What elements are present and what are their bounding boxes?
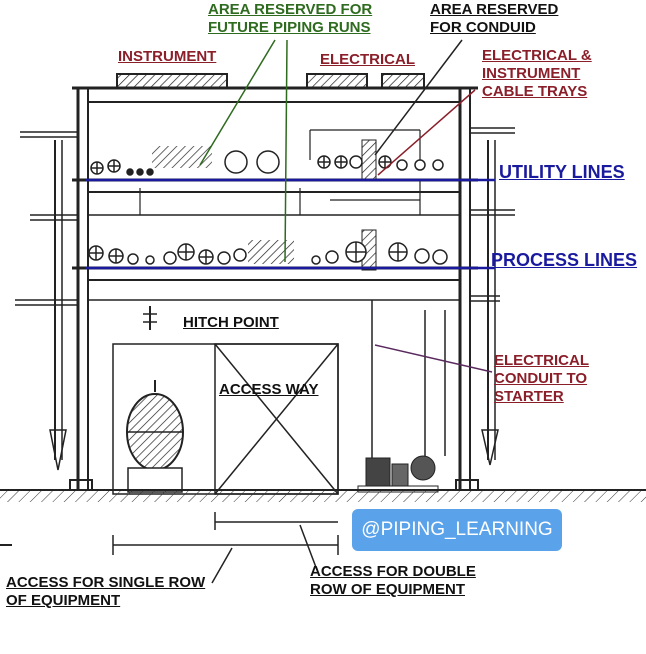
utility-lines-label: UTILITY LINES [499,162,625,182]
pump-motor [357,300,446,493]
cable-tray-boxes [116,73,425,89]
process-pipes [88,241,448,265]
electrical-conduit-label: ELECTRICAL CONDUIT TO STARTER [494,352,589,405]
access-single-row-label: ACCESS FOR SINGLE ROW OF EQUIPMENT [6,574,206,609]
instrument-label: INSTRUMENT [118,48,217,65]
line-elevations [86,178,495,270]
access-dimensions [0,512,339,555]
hitch-point-label: HITCH POINT [183,314,279,331]
access-way-label: ACCESS WAY [219,381,319,398]
ground [0,489,646,502]
leader-lines [199,39,493,584]
area-future-piping-label: AREA RESERVED FOR FUTURE PIPING RUNS [208,1,373,36]
rack-structure [15,86,515,491]
access-double-row-label: ACCESS FOR DOUBLE ROW OF EQUIPMENT [310,563,476,598]
watermark-badge: @PIPING_LEARNING [352,509,562,551]
hatched-areas [152,139,377,271]
vessel [126,380,184,493]
hitch-point-symbol [143,306,157,330]
process-lines-label: PROCESS LINES [491,250,638,270]
electrical-label: ELECTRICAL [320,51,415,68]
area-conduit-label: AREA RESERVED FOR CONDUID [430,1,559,36]
cable-trays-label: ELECTRICAL & INSTRUMENT CABLE TRAYS [482,47,592,100]
utility-pipes [90,150,444,176]
access-way-frame [112,343,339,495]
